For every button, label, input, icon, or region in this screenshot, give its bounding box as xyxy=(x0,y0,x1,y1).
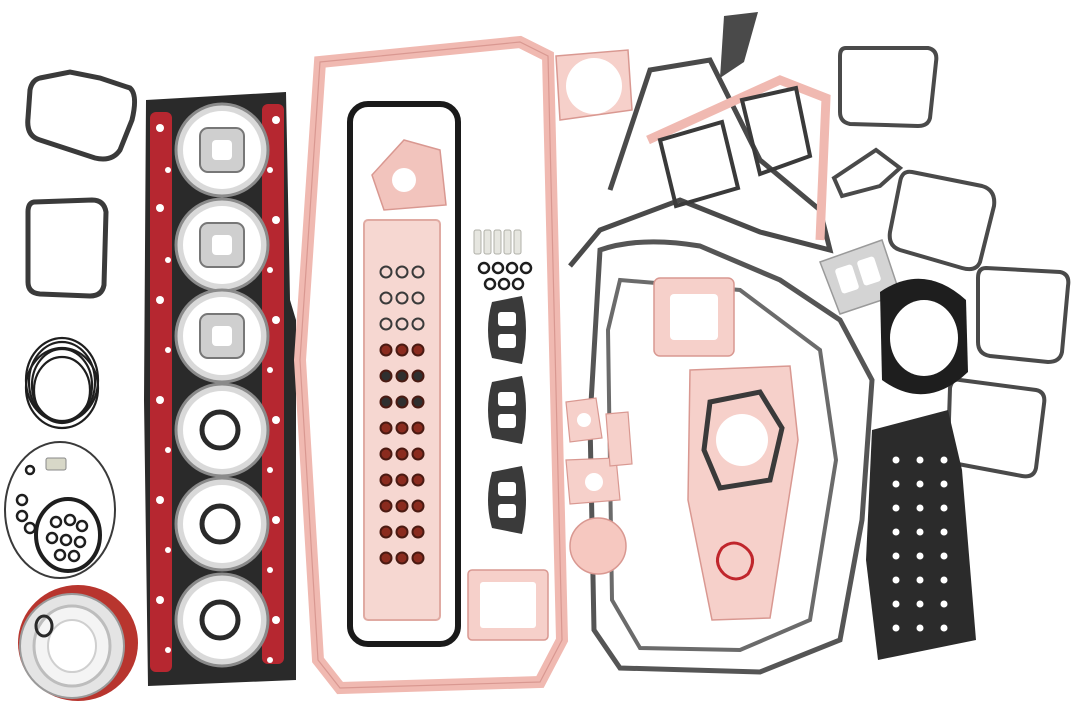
exhaust-flange-gasket xyxy=(880,278,968,395)
valve-cover-gasket-right-1 xyxy=(838,46,939,129)
pink-strip-gasket xyxy=(646,75,831,241)
valve-cover-gasket-right-3 xyxy=(976,265,1071,365)
valve-cover-gasket-right-2 xyxy=(887,169,997,272)
pink-square-gasket xyxy=(467,569,549,641)
front-cover-gasket-outer xyxy=(587,239,875,675)
cylinder-bores xyxy=(174,102,270,668)
pink-pump-gaskets xyxy=(653,277,799,621)
small-o-rings xyxy=(477,261,533,291)
bracket-gasket xyxy=(831,147,904,199)
rocker-housing-seal xyxy=(347,101,461,647)
valve-cover-gasket-mid-left xyxy=(25,197,109,299)
aftercooler-gaskets xyxy=(657,85,813,209)
oil-cooler-holes xyxy=(892,456,948,632)
valve-cover-gasket-top-left xyxy=(25,69,138,162)
pink-flange-gasket xyxy=(555,49,633,121)
exhaust-manifold-gaskets xyxy=(488,296,526,534)
crankshaft-seal xyxy=(18,585,138,701)
valve-cover-gasket-right-4 xyxy=(945,377,1047,479)
valve-stem-seals xyxy=(379,265,425,565)
pink-triangle-gasket xyxy=(371,139,447,211)
o-ring-assortment xyxy=(4,441,116,579)
cylinder-head-gasket xyxy=(144,92,296,686)
small-pink-gaskets xyxy=(565,397,633,575)
dowel-pins xyxy=(473,229,522,255)
oil-cooler-gasket xyxy=(866,410,976,660)
oil-pan-gasket xyxy=(293,35,569,695)
o-ring-stack xyxy=(24,336,100,430)
timing-cover-gasket xyxy=(568,12,834,268)
